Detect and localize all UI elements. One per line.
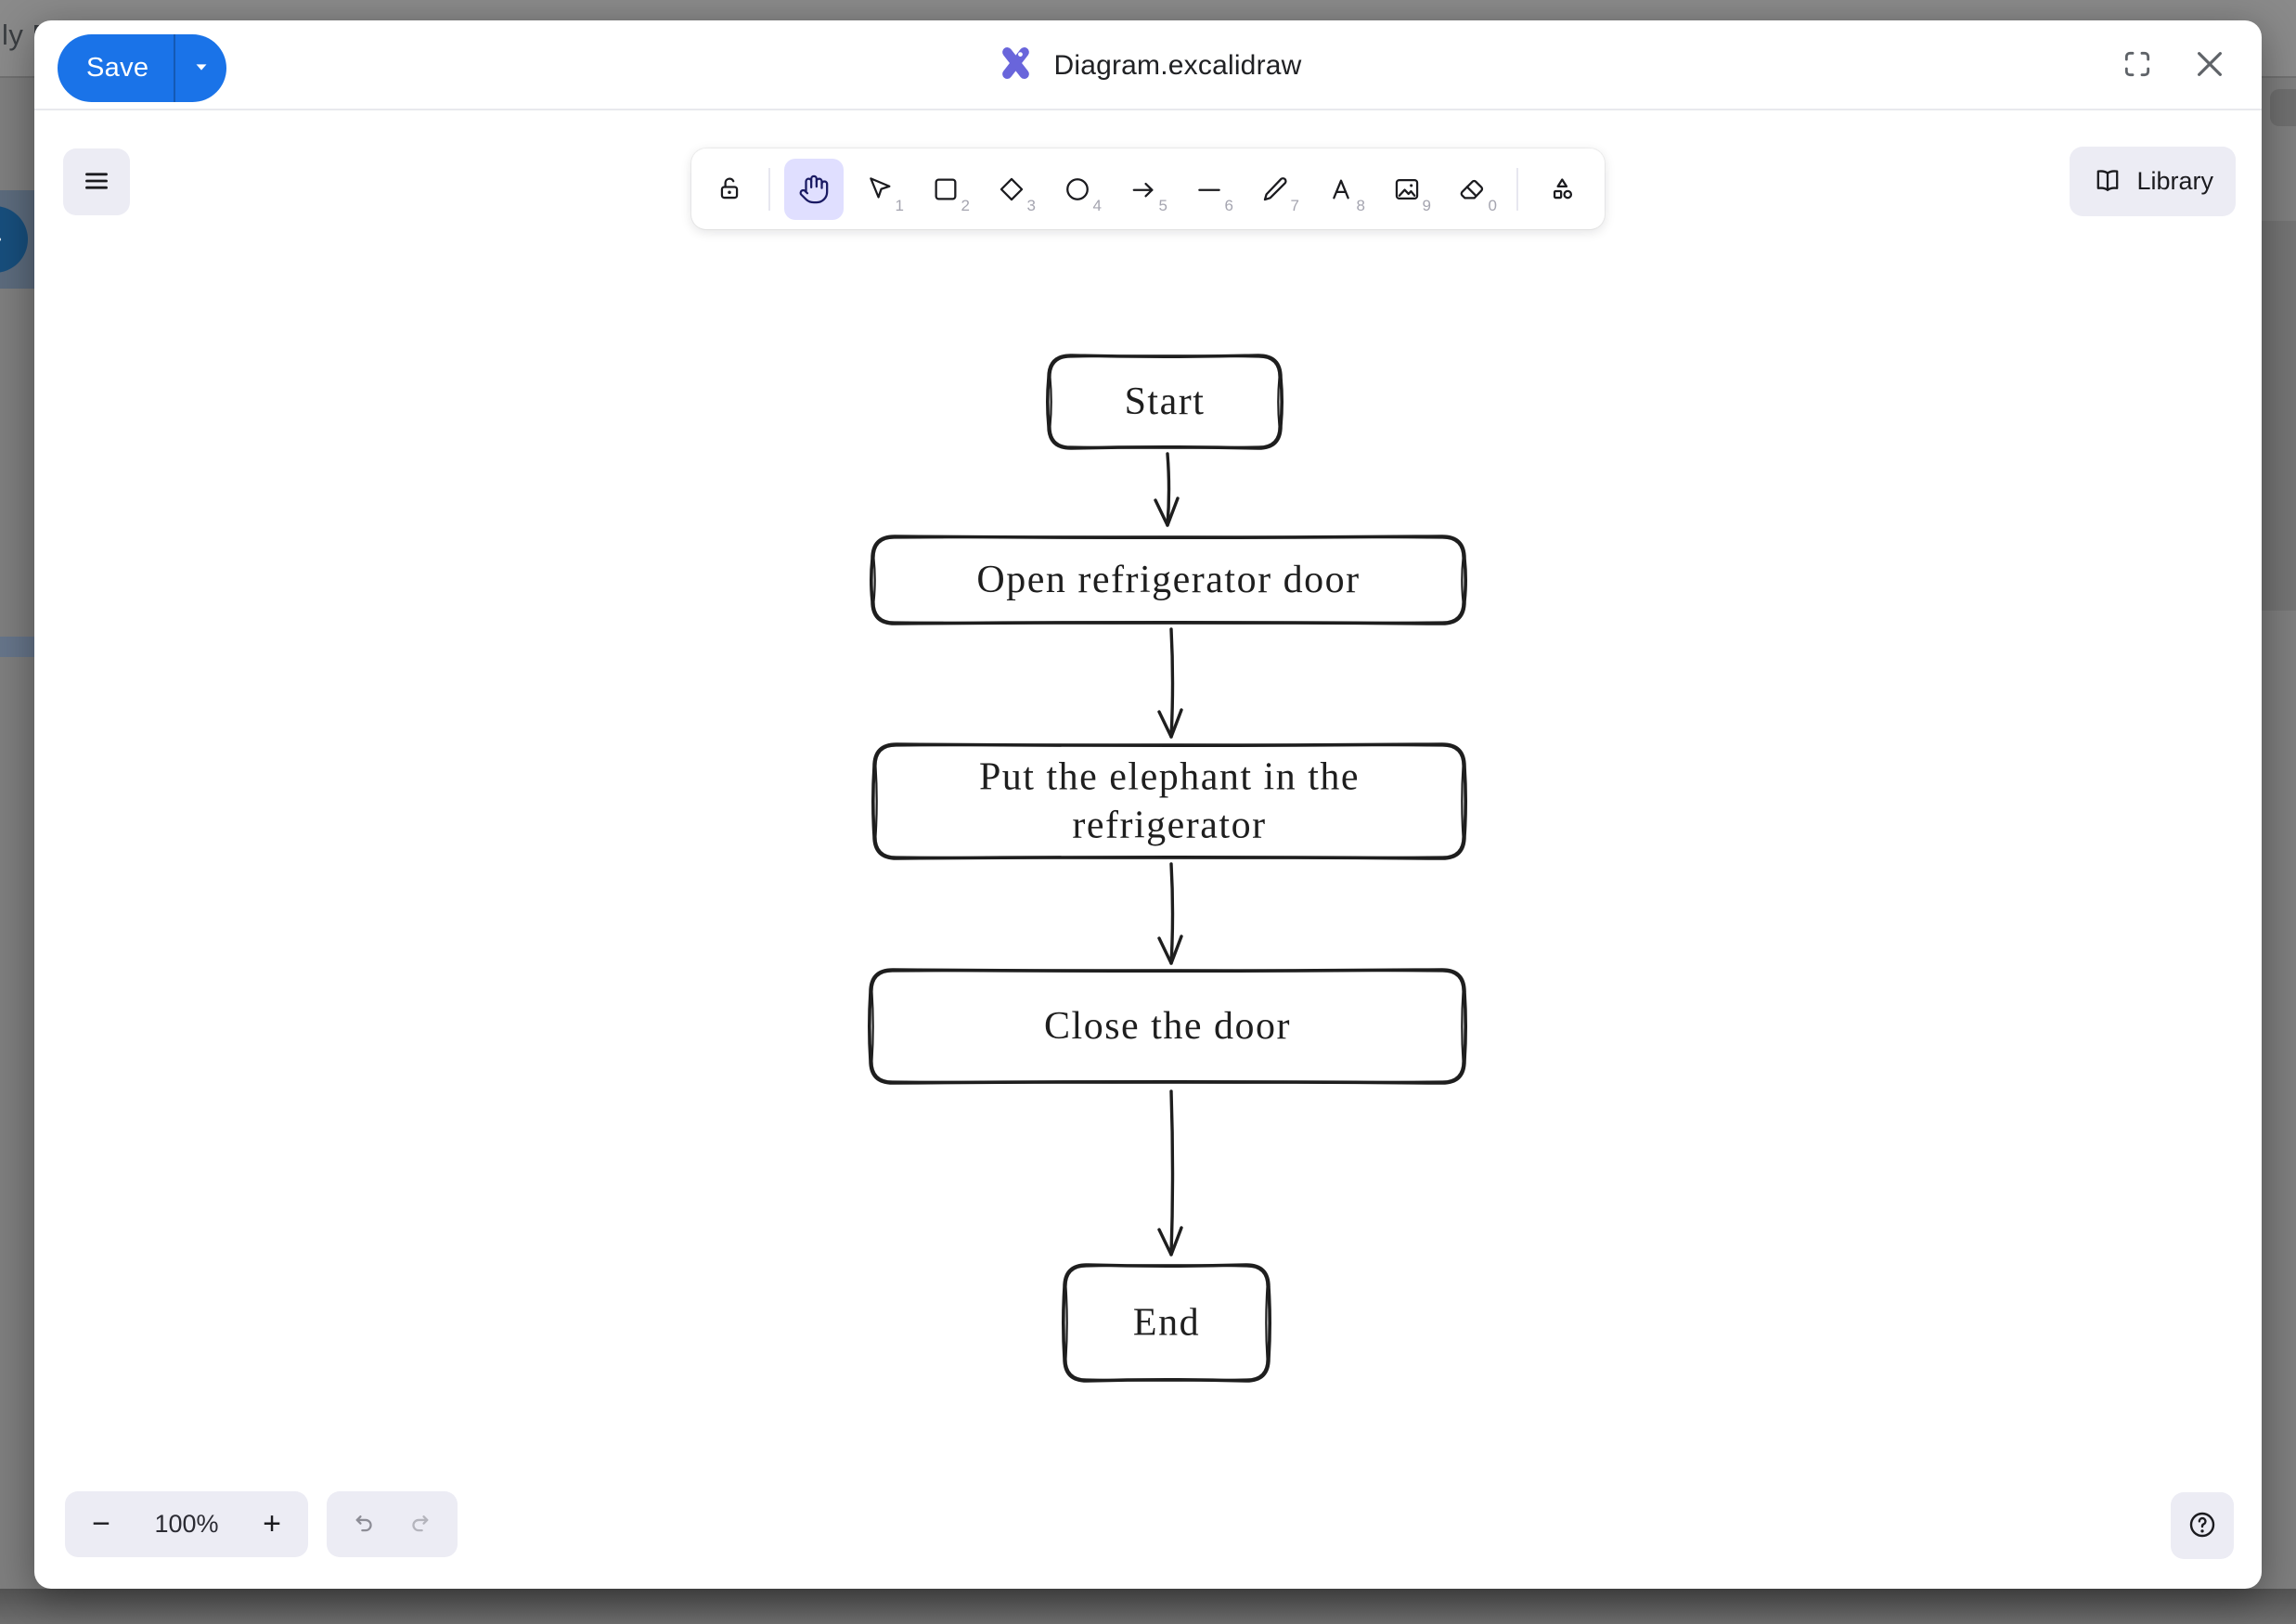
connector-arrow[interactable] [1157, 862, 1183, 965]
tool-rectangle[interactable]: 2 [916, 159, 975, 220]
tool-shapes[interactable] [1532, 159, 1592, 220]
dimmed-sidebar-chip [2270, 89, 2296, 126]
node-label: Close the door [1044, 1005, 1291, 1048]
tool-line[interactable]: 6 [1180, 159, 1239, 220]
node-close-door[interactable]: Close the door [868, 968, 1467, 1085]
tool-draw[interactable]: 7 [1245, 159, 1305, 220]
modal-header: Save Diagram.ex [34, 20, 2262, 110]
tool-selection[interactable]: 1 [850, 159, 909, 220]
tool-shortcut-label: 3 [1026, 196, 1036, 214]
hamburger-menu-icon [80, 164, 113, 200]
shapes-tool-icon [1546, 174, 1578, 205]
node-end[interactable]: End [1062, 1263, 1271, 1383]
tool-text[interactable]: 8 [1311, 159, 1371, 220]
tool-shortcut-label: 4 [1092, 196, 1102, 214]
node-label: Start [1125, 380, 1206, 423]
toolbar-divider [1516, 167, 1518, 211]
tool-shortcut-label: 8 [1356, 196, 1365, 214]
zoom-in-button[interactable]: + [247, 1500, 297, 1550]
help-icon [2186, 1508, 2219, 1544]
undo-button[interactable] [338, 1500, 388, 1550]
tool-ellipse[interactable]: 4 [1048, 159, 1107, 220]
excalidraw-logo-icon [994, 42, 1037, 89]
library-button[interactable]: Library [2070, 147, 2236, 216]
connector-arrow[interactable] [1157, 1089, 1183, 1257]
text-tool-icon [1325, 174, 1357, 205]
tool-eraser[interactable]: 0 [1443, 159, 1503, 220]
line-tool-icon [1193, 174, 1225, 205]
hand-tool-icon [798, 174, 830, 205]
node-open-door[interactable]: Open refrigerator door [870, 535, 1467, 625]
dimmed-sidebar-band [2262, 221, 2296, 611]
node-start[interactable]: Start [1046, 354, 1283, 450]
diamond-tool-icon [996, 174, 1027, 205]
tool-hand[interactable] [784, 158, 844, 220]
eraser-tool-icon [1457, 174, 1489, 205]
tool-shortcut-label: 1 [895, 196, 904, 214]
save-dropdown-button[interactable] [174, 34, 226, 102]
close-icon [2190, 45, 2229, 86]
file-title: Diagram.excalidraw [1053, 49, 1302, 81]
node-label: Open refrigerator door [976, 559, 1360, 601]
selection-tool-icon [864, 174, 896, 205]
tool-shortcut-label: 7 [1290, 196, 1299, 214]
node-label: Put the elephant in the [979, 756, 1360, 799]
zoom-controls: − 100% + [65, 1491, 308, 1557]
tool-shortcut-label: 6 [1224, 196, 1233, 214]
draw-tool-icon [1259, 174, 1291, 205]
tool-lock[interactable] [704, 159, 755, 220]
fullscreen-button[interactable] [2115, 44, 2160, 88]
arrow-tool-icon [1128, 174, 1159, 205]
history-controls [327, 1491, 458, 1557]
zoom-out-button[interactable]: − [76, 1500, 126, 1550]
dimmed-file-icon [0, 206, 28, 273]
lock-tool-icon [714, 174, 745, 205]
connector-arrow[interactable] [1154, 452, 1180, 527]
dimmed-page-bottom [0, 1589, 2296, 1624]
image-tool-icon [1391, 174, 1423, 205]
save-split-button: Save [58, 34, 227, 102]
rectangle-tool-icon [930, 174, 961, 205]
connector-arrow[interactable] [1157, 627, 1183, 739]
node-label: refrigerator [1072, 805, 1266, 847]
ellipse-tool-icon [1062, 174, 1093, 205]
main-menu-button[interactable] [63, 148, 130, 215]
modal-title: Diagram.excalidraw [994, 20, 1301, 110]
tool-shortcut-label: 2 [961, 196, 970, 214]
tool-shortcut-label: 0 [1488, 196, 1497, 214]
redo-icon [406, 1508, 436, 1540]
library-label: Library [2136, 167, 2213, 195]
zoom-level[interactable]: 100% [154, 1510, 219, 1538]
redo-button[interactable] [396, 1500, 446, 1550]
caret-down-icon [190, 56, 213, 81]
tool-shortcut-label: 5 [1158, 196, 1167, 214]
fullscreen-icon [2119, 45, 2156, 85]
save-button[interactable]: Save [58, 34, 174, 102]
undo-icon [348, 1508, 378, 1540]
tool-image[interactable]: 9 [1377, 159, 1437, 220]
toolbar-divider [768, 167, 770, 211]
shape-toolbar: 1 2 3 4 5 6 7 8 9 0 [691, 148, 1605, 229]
tool-diamond[interactable]: 3 [982, 159, 1041, 220]
node-put-elephant[interactable]: Put the elephant in the refrigerator [871, 742, 1467, 860]
tool-arrow[interactable]: 5 [1114, 159, 1173, 220]
tool-shortcut-label: 9 [1422, 196, 1431, 214]
chevron-right-icon [0, 238, 1, 241]
dimmed-row [0, 637, 34, 657]
help-button[interactable] [2171, 1492, 2234, 1559]
node-label: End [1133, 1302, 1200, 1345]
close-button[interactable] [2187, 44, 2232, 88]
dimmed-selected-row [0, 190, 34, 289]
book-icon [2092, 164, 2123, 199]
header-actions [2115, 20, 2232, 110]
